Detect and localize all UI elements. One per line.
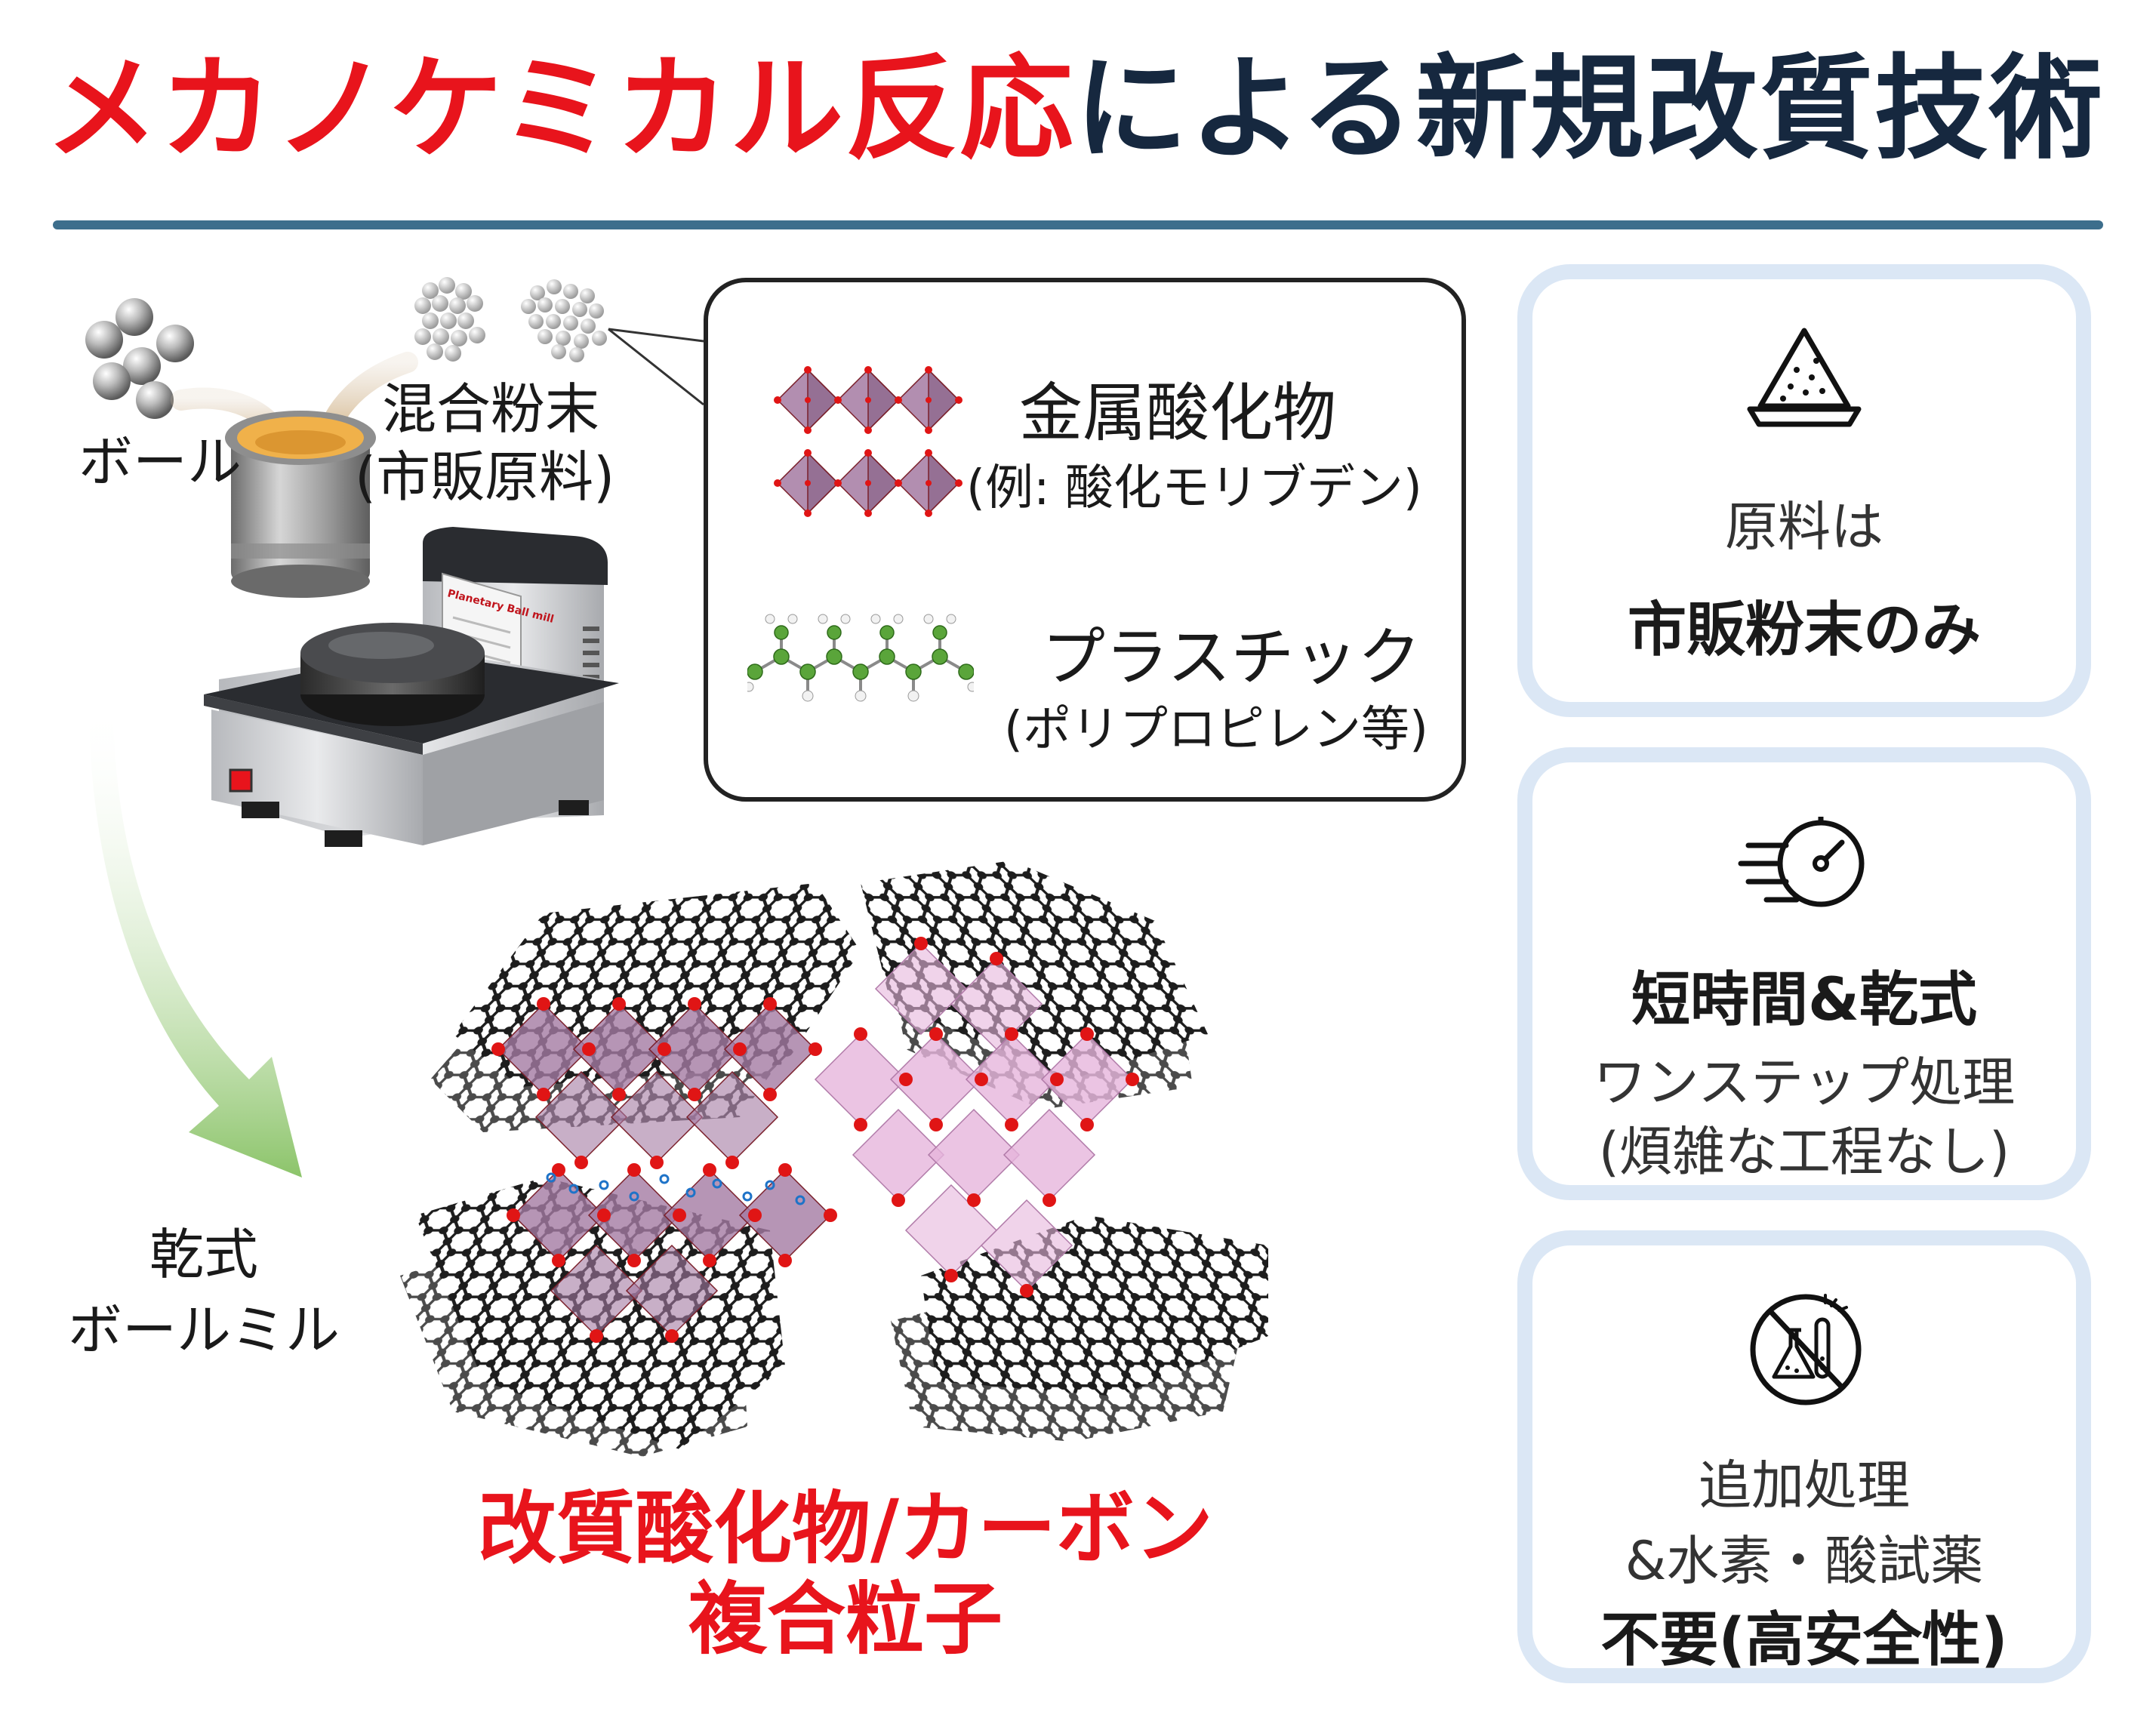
page-title: メカノケミカル反応による新規改質技術 xyxy=(45,45,2114,174)
title-rest: による新規改質技術 xyxy=(1074,44,2105,175)
feature-card-safety: 追加処理 &水素・酸試薬 不要(高安全性) xyxy=(1517,1230,2091,1683)
callout-structures xyxy=(747,366,974,702)
title-highlight: メカノケミカル反応 xyxy=(45,44,1075,175)
result-label-line1: 改質酸化物/カーボン xyxy=(478,1482,1213,1575)
balls-icon xyxy=(85,298,194,419)
polypropylene-molecule-icon xyxy=(747,614,974,702)
card1-line1: 原料は xyxy=(1725,496,1883,558)
card1-line2: 市販粉末のみ xyxy=(1627,596,1981,664)
raw-materials-callout xyxy=(704,278,1466,802)
metal-oxide-structure-icon xyxy=(774,366,962,517)
card2-line3: (煩雑な工程なし) xyxy=(1598,1121,2010,1183)
ball-label: ボール xyxy=(79,430,242,494)
process-label-line1: 乾式 xyxy=(149,1223,258,1286)
title-divider xyxy=(53,220,2103,229)
process-label-line2: ボールミル xyxy=(67,1298,340,1362)
powder-clusters-icon xyxy=(414,277,607,362)
plastic-example: (ポリプロピレン等) xyxy=(1004,702,1428,758)
plastic-label: プラスチック xyxy=(1042,620,1421,694)
feature-card-process: 短時間&乾式 ワンステップ処理 (煩雑な工程なし) xyxy=(1517,747,2091,1200)
oxygen-atoms xyxy=(491,937,1139,1343)
powder-label-line1: 混合粉末 xyxy=(382,377,600,441)
process-arrow-icon xyxy=(89,702,302,1178)
ball-mill-illustration: Planetary Ball mill xyxy=(85,277,704,1178)
result-label-line2: 複合粒子 xyxy=(688,1573,1003,1665)
composite-particle-illustration xyxy=(400,860,1268,1457)
oxide-octahedra-pink xyxy=(814,942,1134,1292)
milling-jar-icon xyxy=(225,411,376,598)
carbon-sheets xyxy=(400,860,1268,1457)
card2-line2: ワンステップ処理 xyxy=(1593,1051,2016,1113)
feature-card-raw-materials: 原料は 市販粉末のみ xyxy=(1517,264,2091,717)
card2-line1: 短時間&乾式 xyxy=(1631,966,1978,1034)
card3-line1: 追加処理 xyxy=(1699,1455,1910,1516)
fast-timer-icon xyxy=(1738,817,1865,907)
card3-line2: &水素・酸試薬 xyxy=(1625,1530,1984,1592)
metal-oxide-example: (例: 酸化モリブデン) xyxy=(966,460,1422,516)
powder-label-line2: (市販原料) xyxy=(355,445,615,509)
planetary-ball-mill-icon: Planetary Ball mill xyxy=(204,527,619,847)
powder-pile-icon xyxy=(1747,328,1862,427)
metal-oxide-label: 金属酸化物 xyxy=(1019,376,1337,450)
card3-line3: 不要(高安全性) xyxy=(1600,1606,2008,1674)
hydrogen-dots xyxy=(546,1172,805,1205)
no-chemicals-icon xyxy=(1750,1294,1862,1405)
